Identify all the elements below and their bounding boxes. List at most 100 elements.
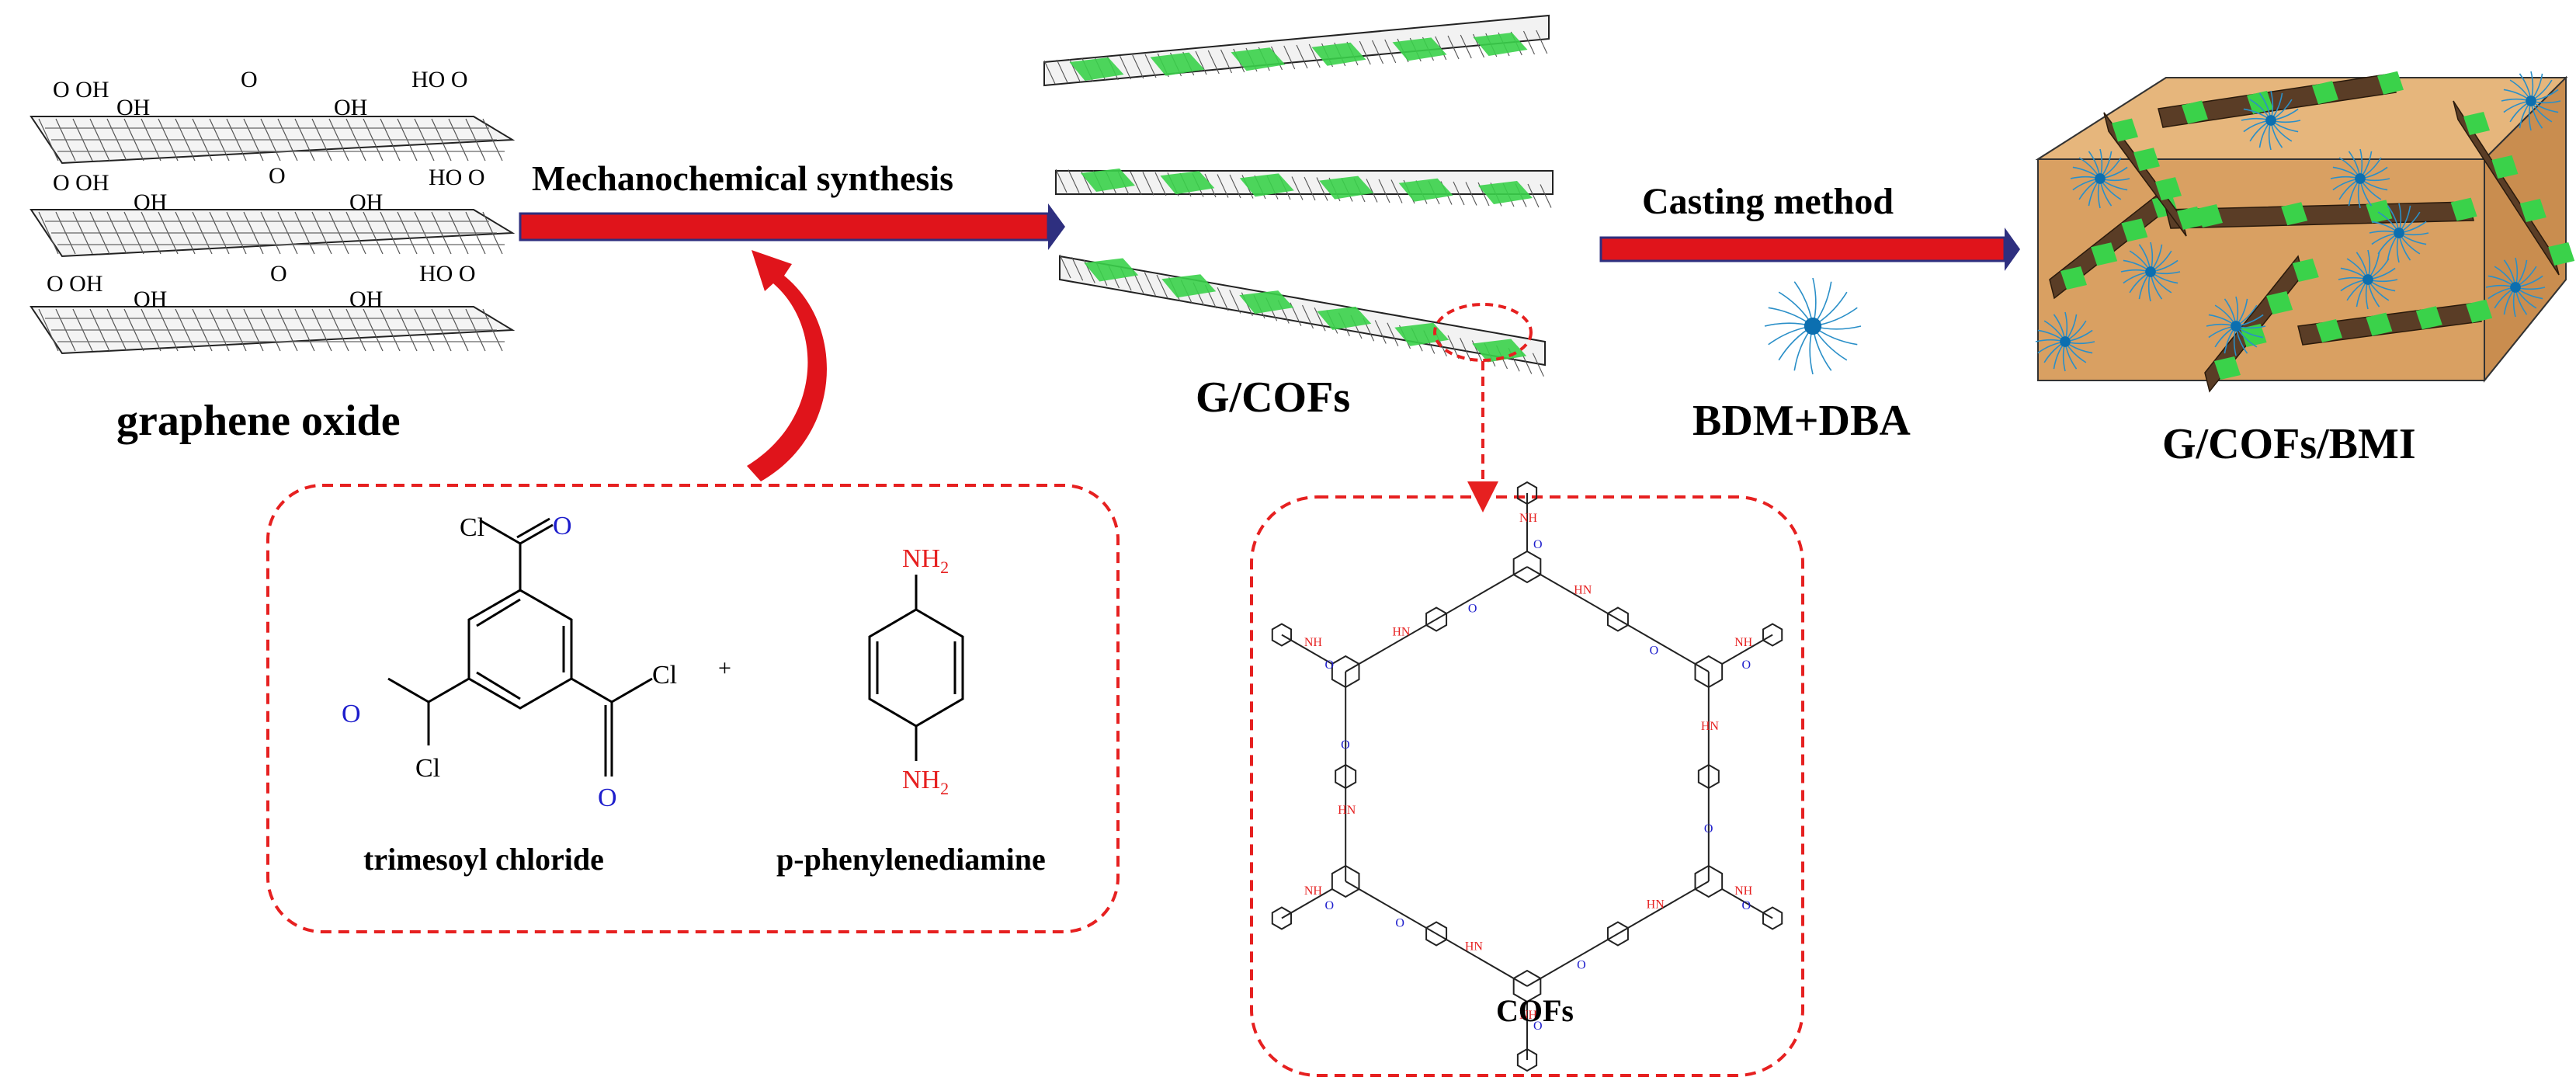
bmi-monomer-icon	[1764, 277, 1862, 375]
p-phenylenediamine-structure	[868, 575, 964, 761]
svg-text:O: O	[1325, 899, 1335, 912]
bmi-monomer	[2070, 148, 2130, 209]
composite-block	[2035, 71, 2575, 393]
nh2-label: NH2	[902, 766, 949, 798]
cof-node: NHO	[1694, 864, 1783, 930]
bmi-monomer	[2206, 296, 2266, 356]
go-oh-label: OH	[116, 95, 150, 120]
svg-text:O: O	[1395, 917, 1404, 930]
o-label: O	[342, 700, 361, 728]
plus-sign: +	[718, 655, 731, 681]
cl-label: Cl	[652, 661, 677, 690]
svg-text:HN: HN	[1701, 720, 1720, 733]
g-cofs-flake	[2103, 112, 2203, 237]
cl-label: Cl	[460, 513, 484, 542]
g-cofs-flake	[2049, 193, 2178, 300]
svg-text:O: O	[1341, 738, 1350, 752]
bmi-monomer	[2338, 249, 2398, 310]
go-oh-label: OH	[349, 189, 383, 215]
nh2-label: NH2	[902, 544, 949, 577]
go-cooh-label: O OH	[53, 170, 109, 196]
g-cofs-sheets	[1043, 14, 1554, 377]
g-cofs-flake	[2204, 255, 2319, 393]
cof-node: NHO	[1271, 623, 1360, 689]
bmi-monomer	[2485, 257, 2546, 318]
trimesoyl-chloride-structure	[387, 517, 653, 777]
svg-text:O: O	[1704, 822, 1713, 836]
go-epoxide-label: O	[270, 261, 287, 287]
cof-node: NHO	[1271, 864, 1360, 930]
cof-linkage: HN O	[1526, 566, 1710, 672]
g-cofs-label: G/COFs	[1196, 373, 1350, 422]
graphene-layer	[30, 209, 516, 258]
go-cooh-label: HO O	[429, 165, 485, 190]
cl-label: Cl	[415, 754, 440, 783]
go-cooh-label: O OH	[47, 271, 103, 297]
go-oh-label: OH	[134, 189, 167, 215]
svg-text:NH: NH	[1519, 512, 1538, 525]
svg-text:NH: NH	[1734, 636, 1753, 649]
go-oh-label: OH	[349, 287, 383, 312]
g-cofs-flake	[2158, 71, 2404, 128]
g-cofs-sheet	[1055, 169, 1554, 208]
svg-text:NH: NH	[1304, 636, 1323, 649]
cof-node: NH O	[1694, 623, 1783, 689]
cof-node: NHO	[1512, 481, 1543, 584]
svg-text:O: O	[1741, 658, 1751, 672]
g-cofs-bmi-label: G/COFs/BMI	[2162, 420, 2416, 468]
go-oh-label: OH	[334, 95, 367, 120]
go-cooh-label: O OH	[53, 77, 109, 102]
go-oh-label: OH	[134, 287, 167, 312]
cof-linkage: HN O	[1345, 881, 1528, 987]
cofs-box	[1250, 495, 1804, 1077]
svg-text:HN: HN	[1392, 626, 1411, 639]
graphene-layer	[30, 116, 516, 165]
svg-text:HN: HN	[1647, 898, 1665, 912]
o-label: O	[553, 512, 572, 540]
casting-method-label: Casting method	[1642, 181, 1894, 222]
bmi-monomer	[2035, 311, 2095, 372]
svg-text:NH: NH	[1734, 884, 1753, 898]
cof-node: NHO	[1512, 969, 1543, 1072]
mechanochemical-arrow	[519, 203, 1065, 250]
bmi-monomer	[2330, 148, 2390, 209]
svg-text:HN: HN	[1574, 584, 1592, 597]
bmi-monomer	[1764, 277, 1862, 375]
trimesoyl-chloride-label: trimesoyl chloride	[363, 842, 604, 877]
cof-linkage: HN O	[1335, 672, 1357, 881]
bdm-dba-label: BDM+DBA	[1692, 397, 1911, 445]
svg-text:HN: HN	[1338, 804, 1356, 817]
p-phenylenediamine-label: p-phenylenediamine	[776, 842, 1046, 877]
graphene-layer	[30, 306, 516, 355]
go-epoxide-label: O	[241, 67, 258, 92]
go-epoxide-label: O	[269, 163, 286, 189]
g-cofs-sheet	[1043, 14, 1550, 87]
mechanochemical-label: Mechanochemical synthesis	[532, 158, 953, 198]
go-cooh-label: HO O	[419, 261, 476, 287]
cofs-label: COFs	[1496, 993, 1574, 1028]
cof-linkage: HN O	[1345, 566, 1528, 672]
svg-text:O: O	[1468, 603, 1477, 616]
casting-arrow	[1599, 228, 2020, 271]
o-label: O	[598, 783, 617, 812]
svg-text:HN: HN	[1465, 940, 1484, 954]
go-cooh-label: HO O	[411, 67, 468, 92]
bmi-monomer	[2501, 71, 2561, 131]
cof-linkage: HN O	[1697, 672, 1720, 881]
svg-text:NH: NH	[1304, 884, 1323, 898]
svg-text:NH: NH	[1519, 1009, 1538, 1022]
bmi-monomer	[2369, 203, 2429, 263]
graphene-oxide-label: graphene oxide	[116, 397, 401, 445]
svg-text:O: O	[1650, 644, 1659, 658]
svg-text:O: O	[1741, 899, 1751, 912]
svg-text:O: O	[1577, 959, 1586, 972]
svg-text:O: O	[1533, 1020, 1543, 1033]
cof-linkage: HN O	[1526, 881, 1710, 987]
go-functional-groups: O OH OH O OH HO O O OH OH O OH HO O O OH…	[47, 67, 485, 312]
svg-text:O: O	[1325, 658, 1335, 672]
bmi-monomer	[2241, 90, 2301, 151]
cofs-zoom-callout	[1433, 303, 1533, 512]
